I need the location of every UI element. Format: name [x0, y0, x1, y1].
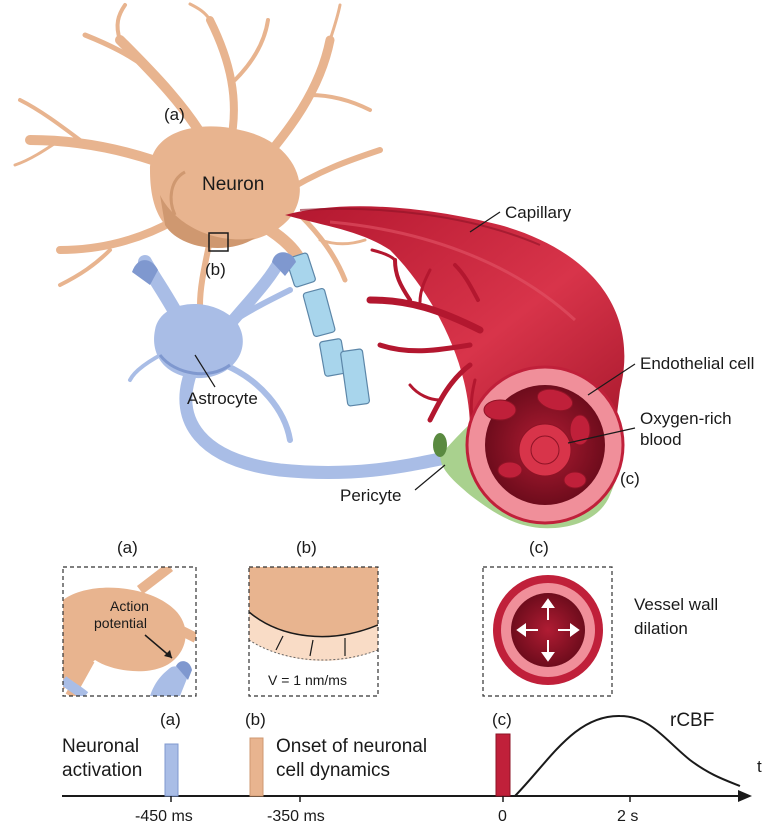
- region-b-box: [208, 232, 229, 252]
- time-axis-arrow: [738, 790, 752, 802]
- rcbf-label: rCBF: [670, 710, 714, 731]
- event-bar-c: [495, 733, 511, 797]
- inset-a-text-line1: Action: [110, 598, 149, 614]
- astrocyte-pointer: [194, 354, 216, 388]
- event-a-line2: activation: [62, 760, 142, 781]
- event-bar-b: [249, 737, 264, 797]
- capillary-pointer: [469, 211, 501, 233]
- inset-b-caption: V = 1 nm/ms: [268, 672, 347, 688]
- inset-a-marker: (a): [117, 538, 138, 557]
- vessel-cross-section: [433, 365, 625, 529]
- inset-c-marker: (c): [529, 538, 549, 557]
- rcbf-curve: [514, 714, 741, 797]
- inset-a-text-line2: potential: [94, 615, 147, 631]
- neuron-marker: (a): [164, 105, 185, 124]
- endothelial-pointer: [587, 363, 636, 396]
- inset-c-caption-line2: dilation: [634, 619, 688, 638]
- inset-c-frame: [482, 566, 613, 697]
- oxygen-label-line2: blood: [640, 430, 682, 449]
- tick-label-2: 0: [498, 808, 507, 825]
- inset-c-caption-line1: Vessel wall: [634, 595, 718, 614]
- vessel-marker: (c): [620, 469, 640, 488]
- oxygen-pointer: [567, 427, 636, 444]
- event-marker-b: (b): [245, 710, 266, 729]
- endothelial-label: Endothelial cell: [640, 354, 754, 373]
- pericyte-pointer: [414, 464, 446, 491]
- tick-label-1: -350 ms: [267, 808, 325, 825]
- tick-label-3: 2 s: [617, 808, 638, 825]
- event-bar-a: [164, 743, 179, 797]
- event-marker-c: (c): [492, 710, 512, 729]
- inset-b-frame: [248, 566, 379, 697]
- capillary-label: Capillary: [505, 203, 572, 222]
- neuron: [13, 2, 383, 308]
- timeline: t (a) (b) (c) Neuronal activation Onset …: [62, 710, 762, 825]
- axis-label-t: t: [757, 757, 762, 776]
- box-marker: (b): [205, 260, 226, 279]
- inset-a-frame: [62, 566, 197, 697]
- tick-label-0: -450 ms: [135, 808, 193, 825]
- axon: [285, 242, 371, 407]
- event-b-line2: cell dynamics: [276, 760, 390, 781]
- astrocyte: [128, 252, 467, 479]
- pericyte-label: Pericyte: [340, 486, 401, 505]
- event-a-line1: Neuronal: [62, 736, 139, 757]
- astrocyte-label: Astrocyte: [187, 389, 258, 408]
- inset-a: (a) Action potential: [62, 538, 197, 697]
- inset-b-marker: (b): [296, 538, 317, 557]
- event-marker-a: (a): [160, 710, 181, 729]
- event-b-line1: Onset of neuronal: [276, 736, 427, 757]
- inset-c: (c) Vessel wall dilation: [482, 538, 718, 697]
- inset-b: (b) V = 1 nm/ms: [248, 538, 379, 697]
- oxygen-label-line1: Oxygen-rich: [640, 409, 732, 428]
- neuron-label: Neuron: [202, 174, 264, 195]
